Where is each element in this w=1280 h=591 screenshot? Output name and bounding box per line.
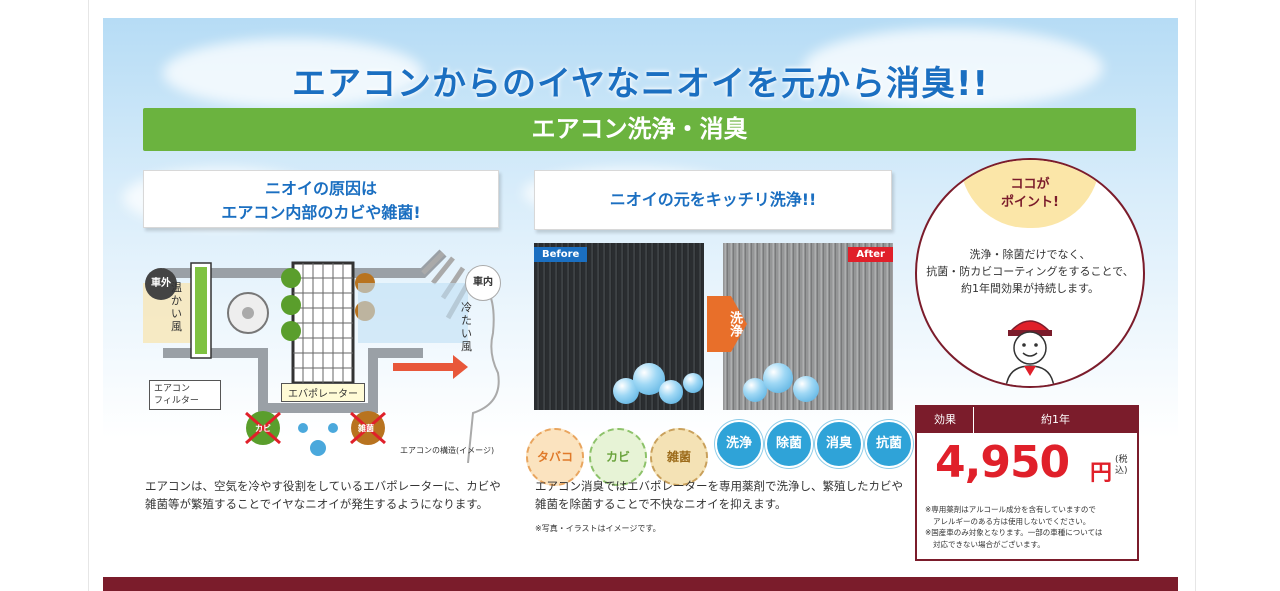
filter-label: エアコン フィルター <box>149 380 221 410</box>
effect-antibacterial-badge: 抗菌 <box>865 420 913 468</box>
cause-heading-line1: ニオイの原因は <box>264 179 377 198</box>
service-banner: エアコン洗浄・消臭 <box>143 108 1136 151</box>
filter-label-line2: フィルター <box>154 396 199 406</box>
germs-label: 雑菌 <box>358 424 374 433</box>
point-heading: ココが ポイント! <box>960 160 1100 228</box>
effect-wash-badge: 洗浄 <box>715 420 763 468</box>
outside-label: 車外 <box>145 268 177 300</box>
cause-description-line1: エアコンは、空気を冷やす役割をしているエバポレーターに、カビや <box>145 479 501 493</box>
cause-description-line2: 雑菌等が繁殖することでイヤなニオイが発生するようになります。 <box>145 497 489 511</box>
bubble-icon <box>659 380 683 404</box>
page-title: エアコンからのイヤなニオイを元から消臭!! <box>292 64 989 104</box>
evaporator-label: エバポレーター <box>281 383 365 402</box>
price-note: ※専用薬剤はアルコール成分を含有していますので アレルギーのある方は使用しないで… <box>925 504 1135 550</box>
bacteria-germ-icon: 雑菌 <box>650 428 708 486</box>
price-note-line3: ※国産車のみ対象となります。一部の車種については <box>925 528 1103 537</box>
footer-bar <box>103 577 1178 591</box>
image-note: ※写真・イラストはイメージです。 <box>535 524 661 533</box>
price-box: 効果 約1年 4,950 円 (税込) ※専用薬剤はアルコール成分を含有していま… <box>915 405 1139 561</box>
cause-heading: ニオイの原因は エアコン内部のカビや雑菌! <box>143 170 499 228</box>
price-note-line4: 対応できない場合がございます。 <box>933 539 1045 549</box>
price-note-line1: ※専用薬剤はアルコール成分を含有していますので <box>925 505 1096 514</box>
bubble-icon <box>793 376 819 402</box>
tobacco-germ-icon: タバコ <box>526 428 584 486</box>
promo-panel: エアコンからのイヤなニオイを元から消臭!! エアコン洗浄・消臭 ニオイの原因は … <box>103 18 1178 578</box>
price-note-line2: アレルギーのある方は使用しないでください。 <box>933 516 1091 526</box>
cause-heading-line2: エアコン内部のカビや雑菌! <box>221 203 421 222</box>
cause-description: エアコンは、空気を冷やす役割をしているエバポレーターに、カビや 雑菌等が繁殖する… <box>145 477 501 513</box>
filter-label-line1: エアコン <box>154 384 191 394</box>
wash-heading: ニオイの元をキッチリ洗浄!! <box>534 170 892 230</box>
point-text: 洗浄・除菌だけでなく、 抗菌・防カビコーティングをすることで、 約1年間効果が持… <box>917 246 1143 297</box>
point-text-line2: 抗菌・防カビコーティングをすることで、 <box>926 265 1134 278</box>
structure-caption: エアコンの構造(イメージ) <box>400 446 495 455</box>
point-heading-line1: ココが <box>1010 177 1050 192</box>
bubble-icon <box>763 363 793 393</box>
mold-germ-icon: カビ <box>589 428 647 486</box>
effect-row: 効果 約1年 <box>917 407 1137 433</box>
point-callout: ココが ポイント! 洗浄・除菌だけでなく、 抗菌・防カビコーティングをすることで… <box>915 158 1145 388</box>
wash-description: エアコン消臭ではエバポレーターを専用薬剤で洗浄し、繁殖したカビや 雑菌を除菌する… <box>535 477 903 513</box>
mechanic-icon <box>1005 320 1055 386</box>
effect-sterilize-badge: 除菌 <box>765 420 813 468</box>
effect-value: 約1年 <box>1041 413 1070 426</box>
effect-deodorize-badge: 消臭 <box>815 420 863 468</box>
cold-air-label: 冷たい風 <box>461 301 472 353</box>
aircon-structure-diagram: 車外 車内 温かい風 冷たい風 エアコン フィルター エバポレーター カビ 雑菌 <box>143 243 503 464</box>
point-text-line3: 約1年間効果が持続します。 <box>961 282 1099 295</box>
price-amount: 4,950 <box>935 437 1070 488</box>
wash-description-line2: 雑菌を除菌することで不快なニオイを抑えます。 <box>535 497 787 511</box>
price-unit: 円 <box>1090 461 1113 486</box>
point-heading-line2: ポイント! <box>1001 195 1059 210</box>
effect-label: 効果 <box>917 407 974 433</box>
price-tax: (税込) <box>1115 455 1128 476</box>
before-label: Before <box>534 247 588 262</box>
warm-air-label: 温かい風 <box>171 281 182 333</box>
point-text-line1: 洗浄・除菌だけでなく、 <box>969 248 1091 261</box>
after-label: After <box>848 247 893 262</box>
aircon-diagram-svg <box>143 249 500 464</box>
wash-description-line1: エアコン消臭ではエバポレーターを専用薬剤で洗浄し、繁殖したカビや <box>535 479 903 493</box>
inside-label: 車内 <box>465 265 501 301</box>
bubble-icon <box>683 373 703 393</box>
mold-label: カビ <box>255 424 271 433</box>
